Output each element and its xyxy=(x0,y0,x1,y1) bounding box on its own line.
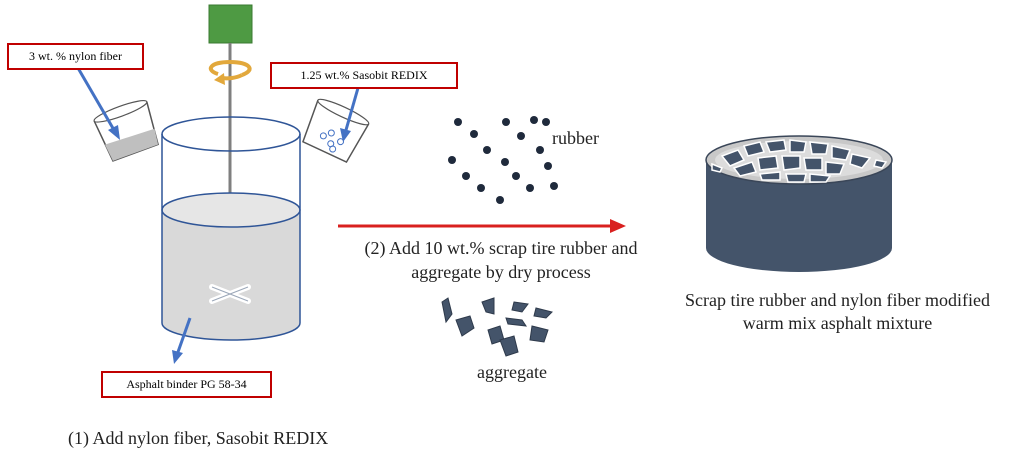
rubber-dot xyxy=(454,118,462,126)
aggregate-piece xyxy=(499,335,519,357)
pointer-nylon xyxy=(76,67,120,140)
rubber-dot xyxy=(477,184,485,192)
rubber-dot xyxy=(502,118,510,126)
beaker-icon xyxy=(302,98,370,164)
rubber-dot xyxy=(470,130,478,138)
pointer-sasobit xyxy=(340,87,360,142)
asphalt-mixture-sample xyxy=(705,135,893,272)
rubber-dot xyxy=(462,172,470,180)
rubber-dot xyxy=(530,116,538,124)
result-line1: Scrap tire rubber and nylon fiber modifi… xyxy=(685,290,990,310)
rubber-dot xyxy=(448,156,456,164)
rotation-arrow-icon xyxy=(208,59,252,85)
rubber-dot xyxy=(544,162,552,170)
step2-line2: aggregate by dry process xyxy=(411,262,591,282)
sasobit-label: 1.25 wt.% Sasobit REDIX xyxy=(270,62,458,89)
rubber-particles xyxy=(448,116,558,204)
rubber-dot xyxy=(496,196,504,204)
aggregate-piece xyxy=(441,297,453,324)
binder-label: Asphalt binder PG 58-34 xyxy=(101,371,272,398)
rubber-dot xyxy=(483,146,491,154)
rubber-dot xyxy=(526,184,534,192)
rubber-label: rubber xyxy=(552,128,599,148)
aggregate-piece xyxy=(511,301,529,313)
rubber-dot xyxy=(536,146,544,154)
rubber-dot xyxy=(512,172,520,180)
rubber-dot xyxy=(550,182,558,190)
rubber-dot xyxy=(542,118,550,126)
rubber-dot xyxy=(501,158,509,166)
aggregate-label: aggregate xyxy=(477,362,547,382)
aggregate-pieces xyxy=(441,297,553,357)
rubber-dot xyxy=(517,132,525,140)
aggregate-piece xyxy=(505,317,528,327)
step2-line1: (2) Add 10 wt.% scrap tire rubber and xyxy=(364,238,638,258)
impeller-icon xyxy=(209,284,251,304)
aggregate-piece xyxy=(529,325,549,343)
aggregate-piece xyxy=(533,307,553,319)
nylon-fiber-label: 3 wt. % nylon fiber xyxy=(7,43,144,70)
pointer-binder xyxy=(172,317,192,364)
aggregate-piece xyxy=(481,297,495,315)
beaker-icon xyxy=(93,100,159,162)
step1-caption: (1) Add nylon fiber, Sasobit REDIX xyxy=(68,428,329,448)
process-arrow xyxy=(338,219,626,233)
motor-icon xyxy=(208,4,253,44)
mixing-tank xyxy=(161,116,301,341)
result-line2: warm mix asphalt mixture xyxy=(742,313,933,333)
aggregate-piece xyxy=(455,315,475,337)
